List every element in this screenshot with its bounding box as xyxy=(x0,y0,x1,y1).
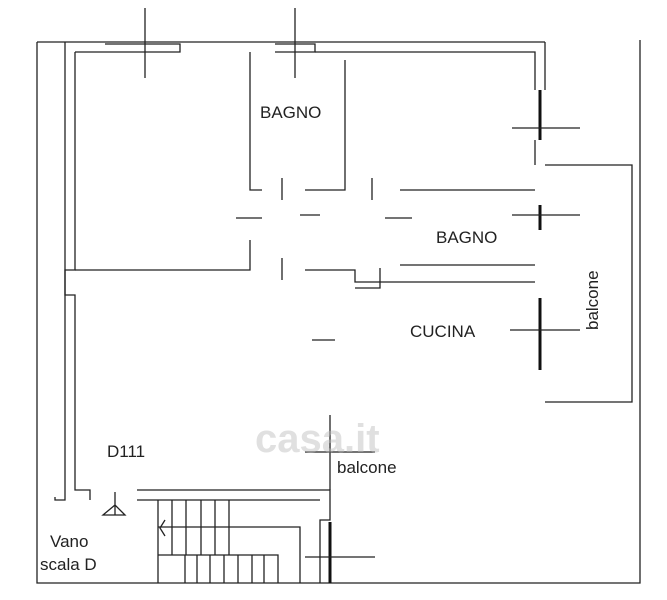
unit-label: D111 xyxy=(107,442,145,461)
room-label-bagno-right: BAGNO xyxy=(436,228,497,247)
room-label-balcone-bottom: balcone xyxy=(337,458,397,477)
room-label-bagno-top: BAGNO xyxy=(260,103,321,122)
room-label-balcone-right: balcone xyxy=(583,270,602,330)
room-label-cucina: CUCINA xyxy=(410,322,476,341)
outer-frame xyxy=(36,40,641,584)
watermark: casa.it xyxy=(255,417,380,461)
stair-label-line2: scala D xyxy=(40,555,97,574)
apartment-walls xyxy=(54,8,633,583)
stair-label-line1: Vano xyxy=(50,532,88,551)
